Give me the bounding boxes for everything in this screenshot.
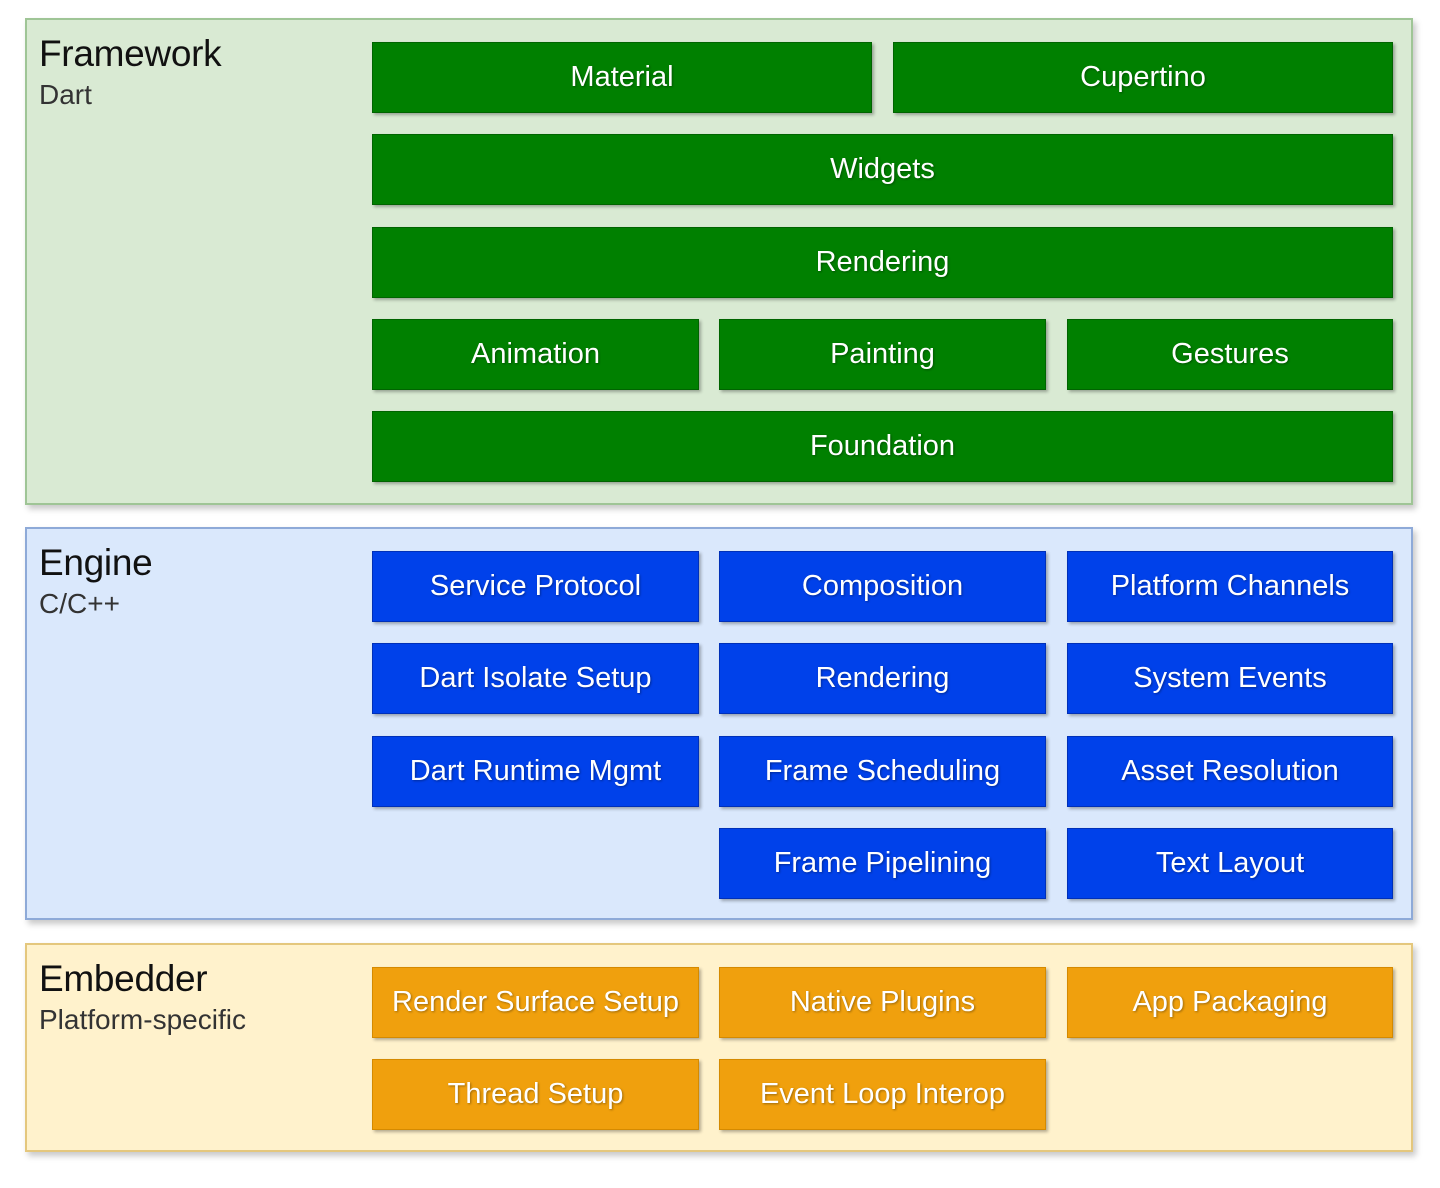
block-frame-scheduling: Frame Scheduling	[719, 736, 1046, 807]
block-app-packaging: App Packaging	[1067, 967, 1393, 1038]
block-animation: Animation	[372, 319, 699, 390]
block-text-layout: Text Layout	[1067, 828, 1393, 899]
block-service-protocol: Service Protocol	[372, 551, 699, 622]
embedder-title: Embedder	[39, 958, 208, 999]
block-dart-isolate-setup: Dart Isolate Setup	[372, 643, 699, 714]
block-foundation: Foundation	[372, 411, 1393, 482]
engine-layer: Engine C/C++ Service Protocol Compositio…	[25, 527, 1413, 920]
block-render-surface-setup: Render Surface Setup	[372, 967, 699, 1038]
block-thread-setup: Thread Setup	[372, 1059, 699, 1130]
framework-title: Framework	[39, 33, 222, 74]
block-asset-resolution: Asset Resolution	[1067, 736, 1393, 807]
block-engine-rendering: Rendering	[719, 643, 1046, 714]
block-cupertino: Cupertino	[893, 42, 1393, 113]
block-system-events: System Events	[1067, 643, 1393, 714]
engine-subtitle: C/C++	[39, 588, 120, 619]
framework-subtitle: Dart	[39, 79, 92, 110]
block-native-plugins: Native Plugins	[719, 967, 1046, 1038]
block-painting: Painting	[719, 319, 1046, 390]
block-gestures: Gestures	[1067, 319, 1393, 390]
engine-title: Engine	[39, 542, 153, 583]
block-platform-channels: Platform Channels	[1067, 551, 1393, 622]
embedder-subtitle: Platform-specific	[39, 1004, 246, 1035]
block-frame-pipelining: Frame Pipelining	[719, 828, 1046, 899]
block-widgets: Widgets	[372, 134, 1393, 205]
embedder-layer: Embedder Platform-specific Render Surfac…	[25, 943, 1413, 1152]
block-material: Material	[372, 42, 872, 113]
block-dart-runtime-mgmt: Dart Runtime Mgmt	[372, 736, 699, 807]
block-event-loop-interop: Event Loop Interop	[719, 1059, 1046, 1130]
framework-layer: Framework Dart Material Cupertino Widget…	[25, 18, 1413, 505]
block-composition: Composition	[719, 551, 1046, 622]
block-rendering: Rendering	[372, 227, 1393, 298]
